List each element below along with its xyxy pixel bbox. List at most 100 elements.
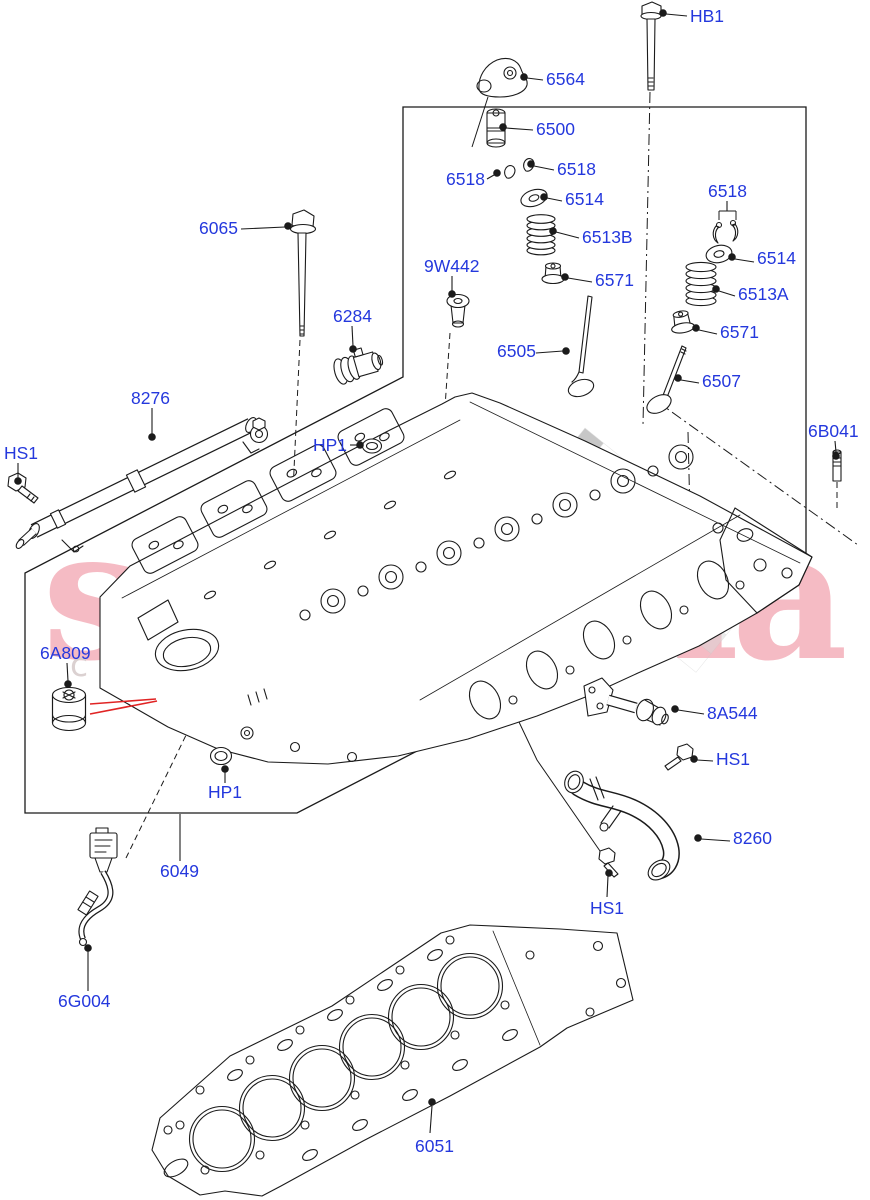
part-label: 6A809 [40,643,91,663]
leader-dot [527,160,535,168]
part-label: 9W442 [424,256,479,276]
part-label: HP1 [208,782,242,802]
leader-line [718,290,736,297]
part-label: 6284 [333,306,372,326]
part-label: 6G004 [58,991,111,1011]
callout-6049: 6049 [160,814,199,881]
valve-deck-openings [131,408,405,574]
callout-6518: 6518 [446,169,501,189]
leader-line [680,379,700,384]
leader-dot [148,433,156,441]
callout-hs1: HS1 [690,749,750,769]
part-label: 8276 [131,388,170,408]
part-label: 6507 [702,371,741,391]
leader-dot [549,227,557,235]
red-pointer-lines [89,698,158,715]
leader-line [505,127,534,131]
leader-line [700,838,731,842]
part-label: 6051 [415,1136,454,1156]
part-label: 6049 [160,861,199,881]
leader-line [698,329,718,335]
callout-6571: 6571 [692,322,759,342]
coolant-pipe-8260 [564,770,680,881]
cylinder-bores [188,952,504,1173]
leader-line [665,13,688,17]
callout-hs1: HS1 [4,443,38,485]
part-label: 6500 [536,119,575,139]
exhaust-valve-6507 [646,345,687,414]
head-right-bracket [712,507,813,614]
leader-dot [428,1098,436,1106]
leader-line [606,875,609,898]
leader-line [429,1105,433,1134]
leader-line [677,709,705,715]
leader-line [696,759,714,762]
callout-6564: 6564 [520,69,585,89]
sensor-6284 [333,347,384,385]
assembly-box-outline [24,106,807,814]
injector-bosses [203,444,694,621]
leader-dot [659,9,667,17]
leader-dot [499,123,507,131]
part-label: HP1 [313,435,347,455]
callout-6b041: 6B041 [808,421,859,460]
leader-line [546,197,563,202]
head-gasket-illustration [151,924,634,1197]
timing-face [137,599,358,763]
leader-dot [692,324,700,332]
construction-line-solid [509,702,601,852]
construction-line-dash [287,339,301,601]
callout-6571: 6571 [561,270,634,290]
callout-8276: 8276 [131,388,170,441]
construction-line-dashdot [642,91,651,426]
leader-dot [520,73,528,81]
callout-6518: 6518 [527,159,596,179]
callout-8260: 8260 [694,828,772,848]
leader-line [486,174,495,180]
leader-dot [690,755,698,763]
assembly-outline-box [24,106,807,814]
callout-6514: 6514 [540,189,604,209]
callout-6518: 6518 [708,181,747,211]
leader-dot [448,290,456,298]
leader-line [240,226,286,230]
leader-dot [605,869,613,877]
callout-6g004: 6G004 [58,944,111,1011]
head-bolt-hb1 [640,1,662,91]
leader-dot [832,452,840,460]
callout-6513a: 6513A [712,284,789,304]
glow-plug-6g004 [77,827,118,947]
part-label: 6518 [446,169,485,189]
callout-6513b: 6513B [549,227,633,247]
part-label: 6518 [708,181,747,201]
leader-line [734,258,755,263]
part-label: 6505 [497,341,536,361]
callout-6505: 6505 [497,341,570,361]
part-label: 8260 [733,828,772,848]
leader-line [526,77,544,81]
callout-9w442: 9W442 [424,256,479,298]
leader-dot [356,441,364,449]
manifold-port-face [419,514,745,720]
part-label: HS1 [590,898,624,918]
bolt-hs1-topleft [7,472,39,504]
callout-6a809: 6A809 [40,643,91,688]
leader-dot [561,273,569,281]
callout-6284: 6284 [333,306,372,353]
gasket-holes [163,935,627,1178]
leader-dot [64,680,72,688]
leader-dot [221,765,229,773]
intake-valve-6505 [567,295,595,398]
loose-parts [7,1,842,947]
callout-hp1: HP1 [313,435,364,455]
oring-hp1-top [361,438,383,454]
part-label: 6518 [557,159,596,179]
leader-dot [694,834,702,842]
callout-6514: 6514 [728,248,796,268]
callout-6065: 6065 [199,218,292,238]
leader-dot [284,222,292,230]
leader-dot [493,169,501,177]
leader-line [66,662,69,682]
